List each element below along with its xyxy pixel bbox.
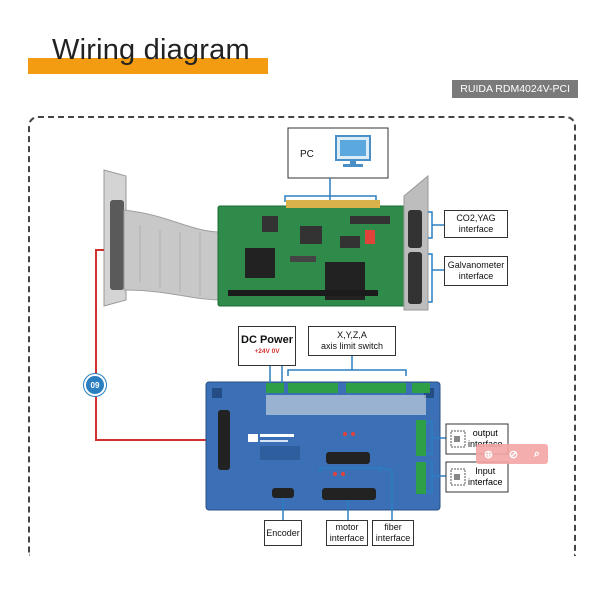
controller-board xyxy=(205,381,441,511)
pci-bracket-left xyxy=(103,169,127,307)
dc-power-voltage: +24V 0V xyxy=(254,348,280,355)
input-interface-box xyxy=(445,461,509,493)
galvanometer-line1: Galvanometer xyxy=(447,260,505,270)
co2-yag-line2: interface xyxy=(458,224,494,234)
axis-line1: X,Y,Z,A xyxy=(337,330,367,340)
input-interface-text: Input interface xyxy=(468,466,503,488)
encoder-label: Encoder xyxy=(264,520,302,546)
fiber-line1: fiber xyxy=(384,522,402,532)
zoom-reset-icon[interactable]: ⊘ xyxy=(508,448,519,461)
product-tag: RUIDA RDM4024V-PCI xyxy=(452,80,578,98)
co2-yag-line1: CO2,YAG xyxy=(456,213,496,223)
pc-box: PC xyxy=(287,127,389,179)
title-underline-bar xyxy=(28,58,268,74)
motor-interface-label: motor interface xyxy=(326,520,368,546)
page-title: Wiring diagram xyxy=(52,34,250,66)
search-icon[interactable]: ⌕ xyxy=(533,447,541,460)
pci-bracket-right xyxy=(403,174,429,311)
ribbon-cable xyxy=(123,209,223,301)
galvanometer-line2: interface xyxy=(458,271,494,281)
motor-line1: motor xyxy=(335,522,359,532)
dc-power-label: DC Power +24V 0V xyxy=(238,326,296,366)
pci-card xyxy=(217,200,417,307)
red-cable xyxy=(95,249,218,441)
dc-power-title: DC Power xyxy=(241,334,293,346)
encoder-text: Encoder xyxy=(266,527,300,538)
zoom-in-icon[interactable]: ⊕ xyxy=(483,448,494,461)
pc-label: PC xyxy=(300,149,314,160)
axis-line2: axis limit switch xyxy=(320,341,383,351)
axis-limit-switch-label: X,Y,Z,A axis limit switch xyxy=(308,326,396,356)
input-line1: Input xyxy=(475,466,496,476)
image-zoom-toolbar: ⊕ ⊘ ⌕ xyxy=(476,444,548,464)
output-line1: output xyxy=(472,428,498,438)
diagram-frame xyxy=(28,116,576,556)
fiber-line2: interface xyxy=(375,533,411,543)
galvanometer-interface-label: Galvanometer interface xyxy=(444,256,508,286)
monitor-icon xyxy=(335,135,371,167)
input-line2: interface xyxy=(468,477,503,487)
motor-line2: interface xyxy=(329,533,365,543)
co2-yag-interface-label: CO2,YAG interface xyxy=(444,210,508,238)
fiber-interface-label: fiber interface xyxy=(372,520,414,546)
pci-slot-bracket xyxy=(284,195,377,202)
cable-number-badge: 09 xyxy=(84,374,106,396)
